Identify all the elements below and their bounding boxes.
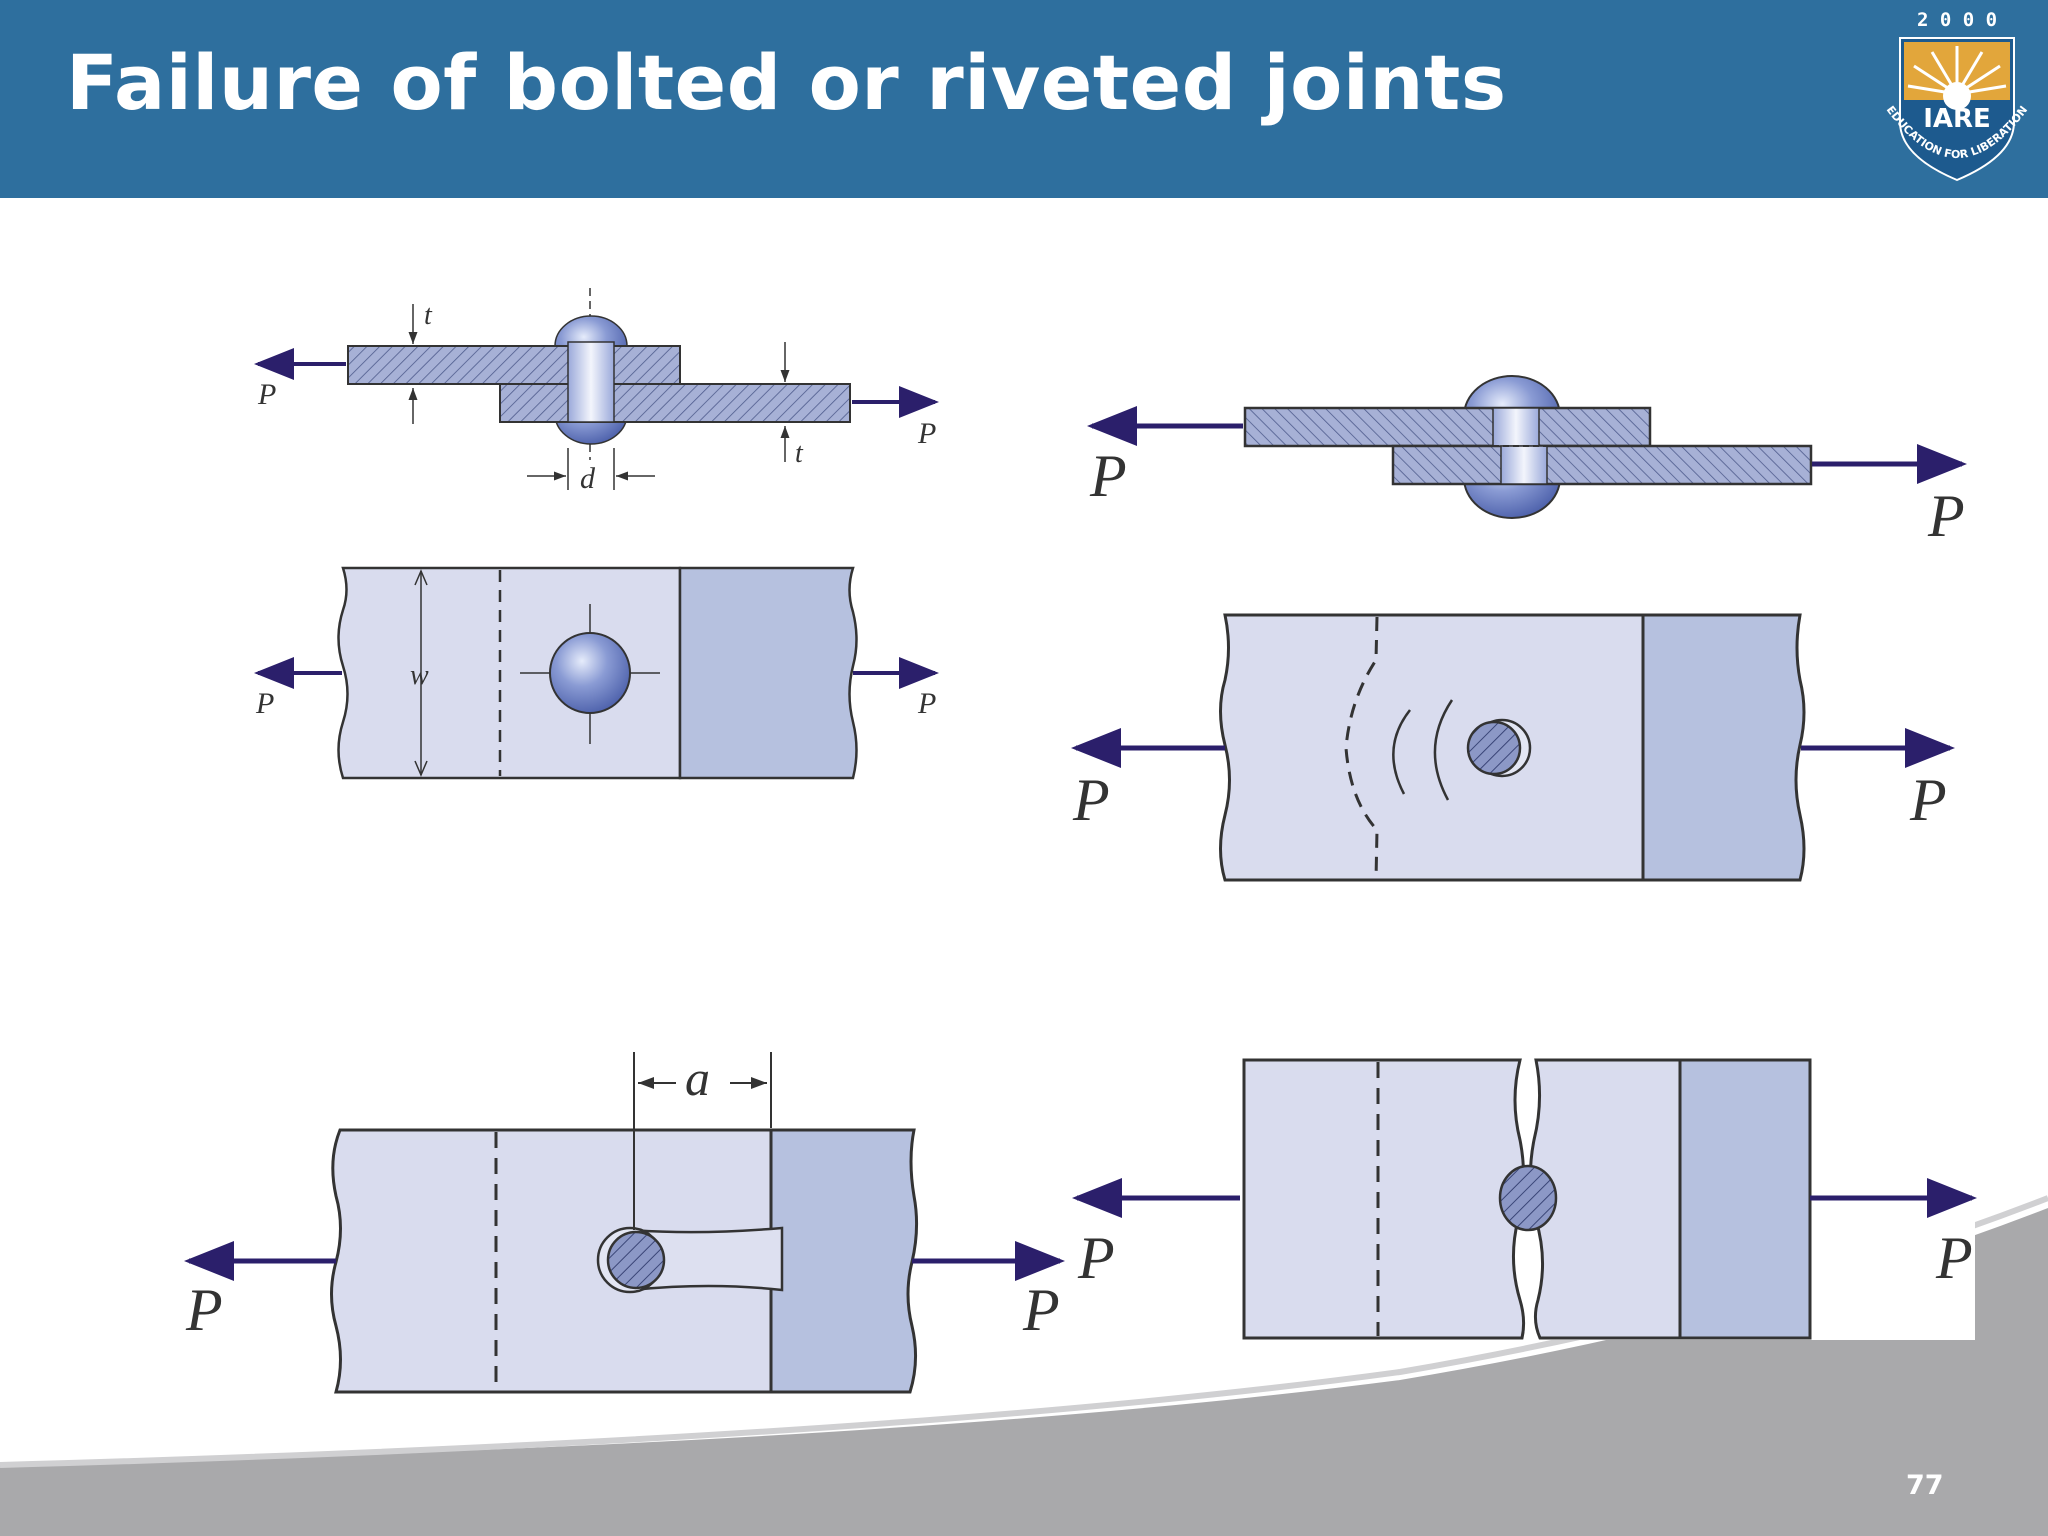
crushing-failure-figure: P P <box>1072 1058 1977 1340</box>
load-label: P <box>1927 483 1965 549</box>
load-label: P <box>917 417 936 450</box>
shear-failure-figure: P P <box>1087 375 1967 549</box>
load-label: P <box>1935 1225 1973 1291</box>
slide-title: Failure of bolted or riveted joints <box>66 38 1507 127</box>
thickness-label: t <box>424 300 433 331</box>
diameter-label: d <box>580 462 596 495</box>
tearout-failure-figure: a P P <box>184 1050 1065 1394</box>
tension-failure-figure: P P <box>1071 613 1955 882</box>
load-label: P <box>257 378 276 411</box>
footer-wave <box>0 1208 2048 1536</box>
load-label: P <box>255 687 274 720</box>
edge-distance-label: a <box>685 1050 710 1106</box>
logo-year: 2 0 0 0 <box>1917 9 1997 31</box>
load-label: P <box>1909 767 1947 833</box>
load-label: P <box>1089 443 1127 509</box>
width-label: w <box>410 660 429 691</box>
lap-joint-plan: w P P <box>254 566 939 780</box>
lap-joint-section: P P t t d <box>254 288 939 495</box>
page-number: 77 <box>1906 1470 1944 1501</box>
logo-name: IARE <box>1923 104 1991 134</box>
title-bar <box>0 0 2048 198</box>
load-label: P <box>1072 767 1110 833</box>
load-label: P <box>1077 1225 1115 1291</box>
thickness-label: t <box>795 438 804 469</box>
load-label: P <box>185 1277 223 1343</box>
load-label: P <box>1022 1277 1060 1343</box>
iare-logo: 2 0 0 0 IARE EDUCATION FOR LIBERATION <box>1884 9 2030 182</box>
lap-joint-figure: P P t t d w <box>254 288 939 780</box>
load-label: P <box>917 687 936 720</box>
